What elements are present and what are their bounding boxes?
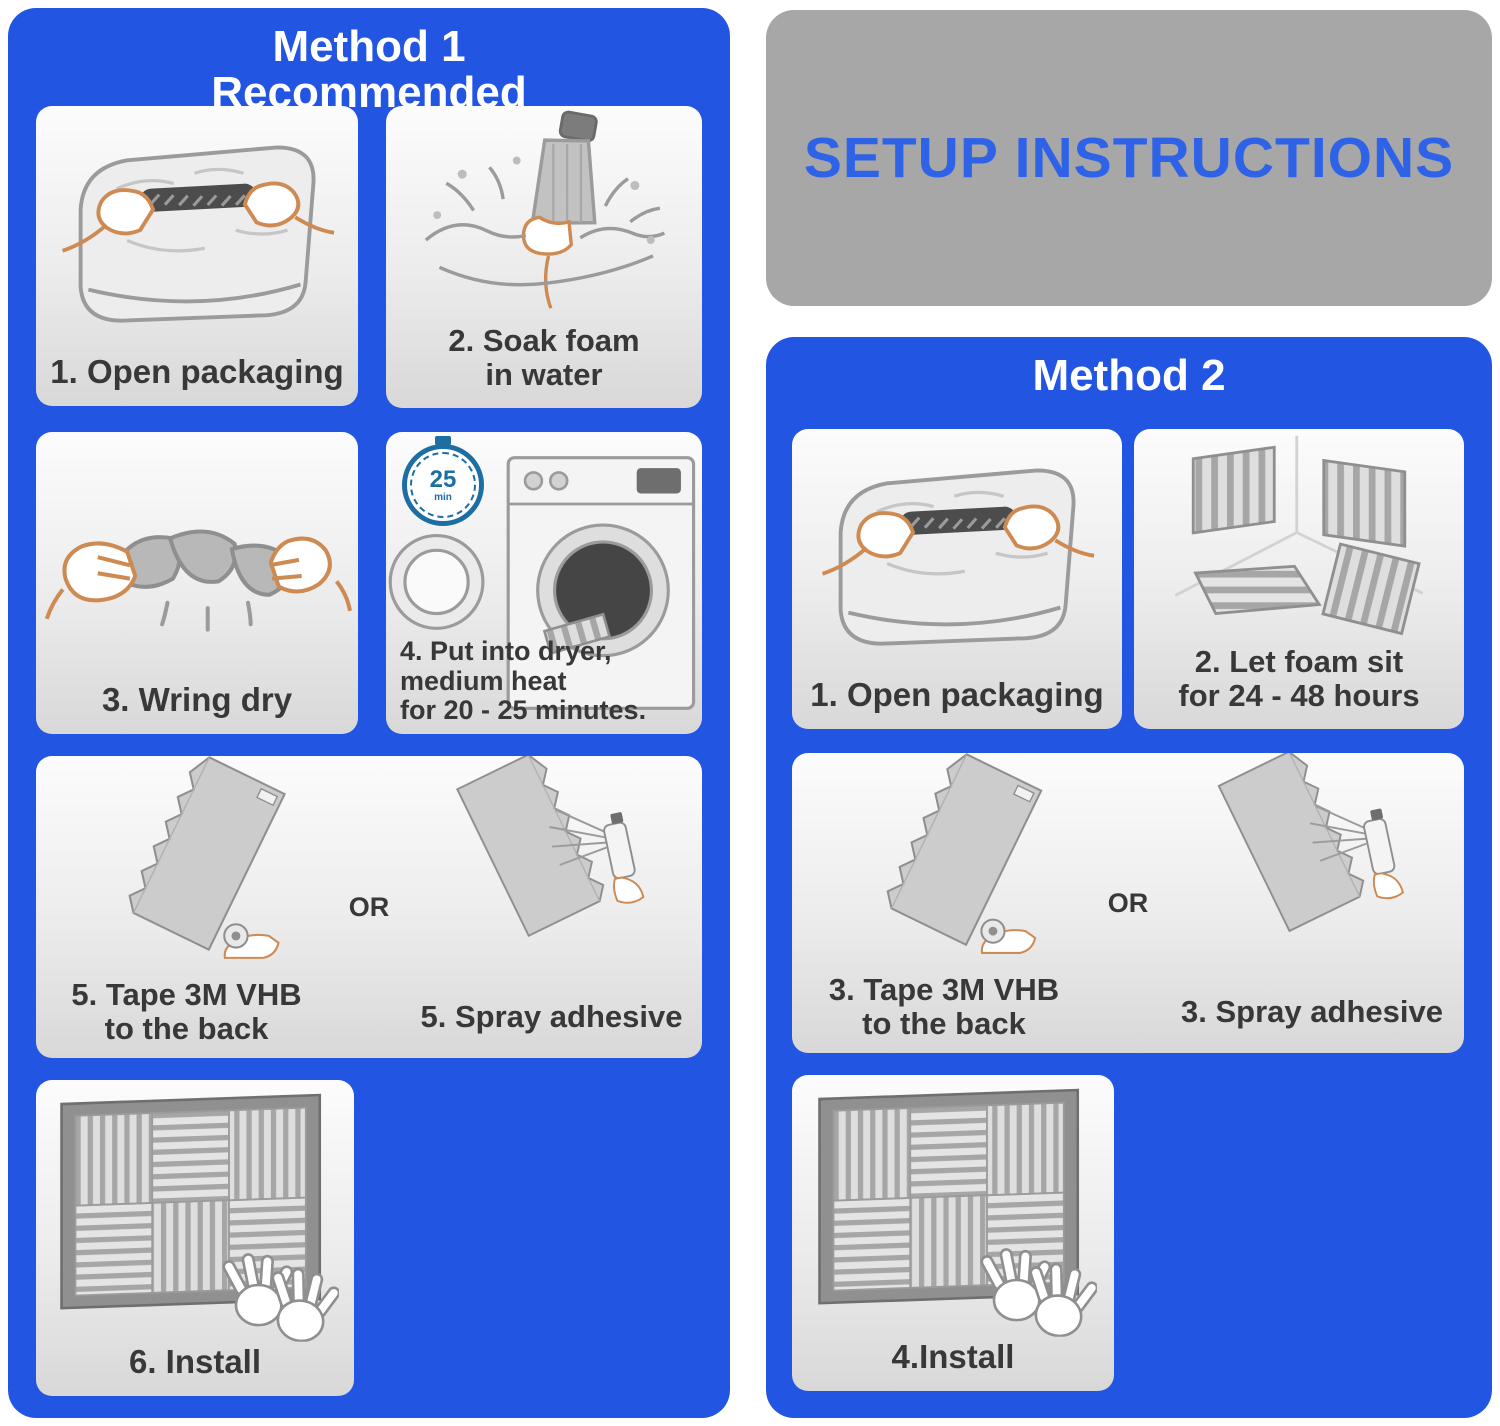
m2-step4-label: 4.Install (891, 1337, 1015, 1375)
m1-step2-card: 2. Soak foam in water (386, 106, 702, 408)
m1-step5-tape-half: 5. Tape 3M VHB to the back (36, 756, 337, 1058)
m1-step5-tape-label: 5. Tape 3M VHB to the back (71, 976, 302, 1046)
m2-step2-card: 2. Let foam sit for 24 - 48 hours (1134, 429, 1464, 729)
spray-adhesive-illustration (401, 756, 702, 950)
tape-3m-vhb-illustration (36, 756, 337, 962)
m1-step1-card: 1. Open packaging (36, 106, 358, 406)
open-packaging-illustration (792, 429, 1122, 675)
m1-step5-spray-label: 5. Spray adhesive (420, 998, 683, 1034)
setup-instructions-header: SETUP INSTRUCTIONS (766, 10, 1492, 306)
foam-sit-illustration (1134, 429, 1464, 643)
m2-step1-label: 1. Open packaging (810, 675, 1104, 713)
m1-step4-label: 4. Put into dryer, medium heat for 20 - … (400, 635, 647, 726)
m1-step6-label: 6. Install (128, 1342, 262, 1380)
m2-step3-tape-half: 3. Tape 3M VHB to the back (792, 753, 1096, 1053)
install-illustration (36, 1080, 354, 1342)
m2-step3-tape-label: 3. Tape 3M VHB to the back (828, 971, 1060, 1041)
m2-step3-spray-label: 3. Spray adhesive (1181, 993, 1443, 1029)
timer-value: 25 (429, 465, 457, 493)
method1-title-line1: Method 1 (272, 22, 466, 71)
m2-step3-spray-half: 3. Spray adhesive (1160, 753, 1464, 1053)
method1-title: Method 1 Recommended (8, 24, 730, 116)
m2-step4-card: 4.Install (792, 1075, 1114, 1391)
method2-title: Method 2 (1032, 351, 1226, 400)
m2-or-separator: OR (1107, 887, 1149, 918)
soak-foam-illustration (386, 106, 702, 322)
open-packaging-illustration (36, 106, 358, 352)
spray-adhesive-illustration (1160, 753, 1464, 945)
m1-step1-label: 1. Open packaging (50, 352, 344, 390)
sheet-title: SETUP INSTRUCTIONS (803, 126, 1455, 190)
m1-step3-label: 3. Wring dry (101, 680, 293, 718)
install-illustration (792, 1075, 1114, 1337)
tape-3m-vhb-illustration (792, 753, 1096, 957)
m1-step3-card: 3. Wring dry (36, 432, 358, 734)
m1-step5-card: 5. Tape 3M VHB to the back OR 5. Spray a… (36, 756, 702, 1058)
m1-step4-card: 25 min 4. Put into dryer, medium heat fo… (386, 432, 702, 734)
m2-step2-label: 2. Let foam sit for 24 - 48 hours (1178, 643, 1420, 713)
m2-step1-card: 1. Open packaging (792, 429, 1122, 729)
timer-25min-icon: 25 min (402, 436, 484, 526)
m2-step3-card: 3. Tape 3M VHB to the back OR 3. Spray a… (792, 753, 1464, 1053)
stopwatch-button-icon (435, 436, 451, 445)
timer-unit: min (434, 491, 452, 503)
method2-panel: Method 2 1. Open packaging 2. Let foam s… (766, 337, 1492, 1418)
m1-step5-spray-half: 5. Spray adhesive (401, 756, 702, 1058)
wring-dry-illustration (36, 432, 358, 680)
m1-step6-card: 6. Install (36, 1080, 354, 1396)
m1-step2-label: 2. Soak foam in water (448, 322, 640, 392)
m1-or-separator: OR (348, 891, 390, 922)
method1-panel: Method 1 Recommended 1. Open packaging 2… (8, 8, 730, 1418)
